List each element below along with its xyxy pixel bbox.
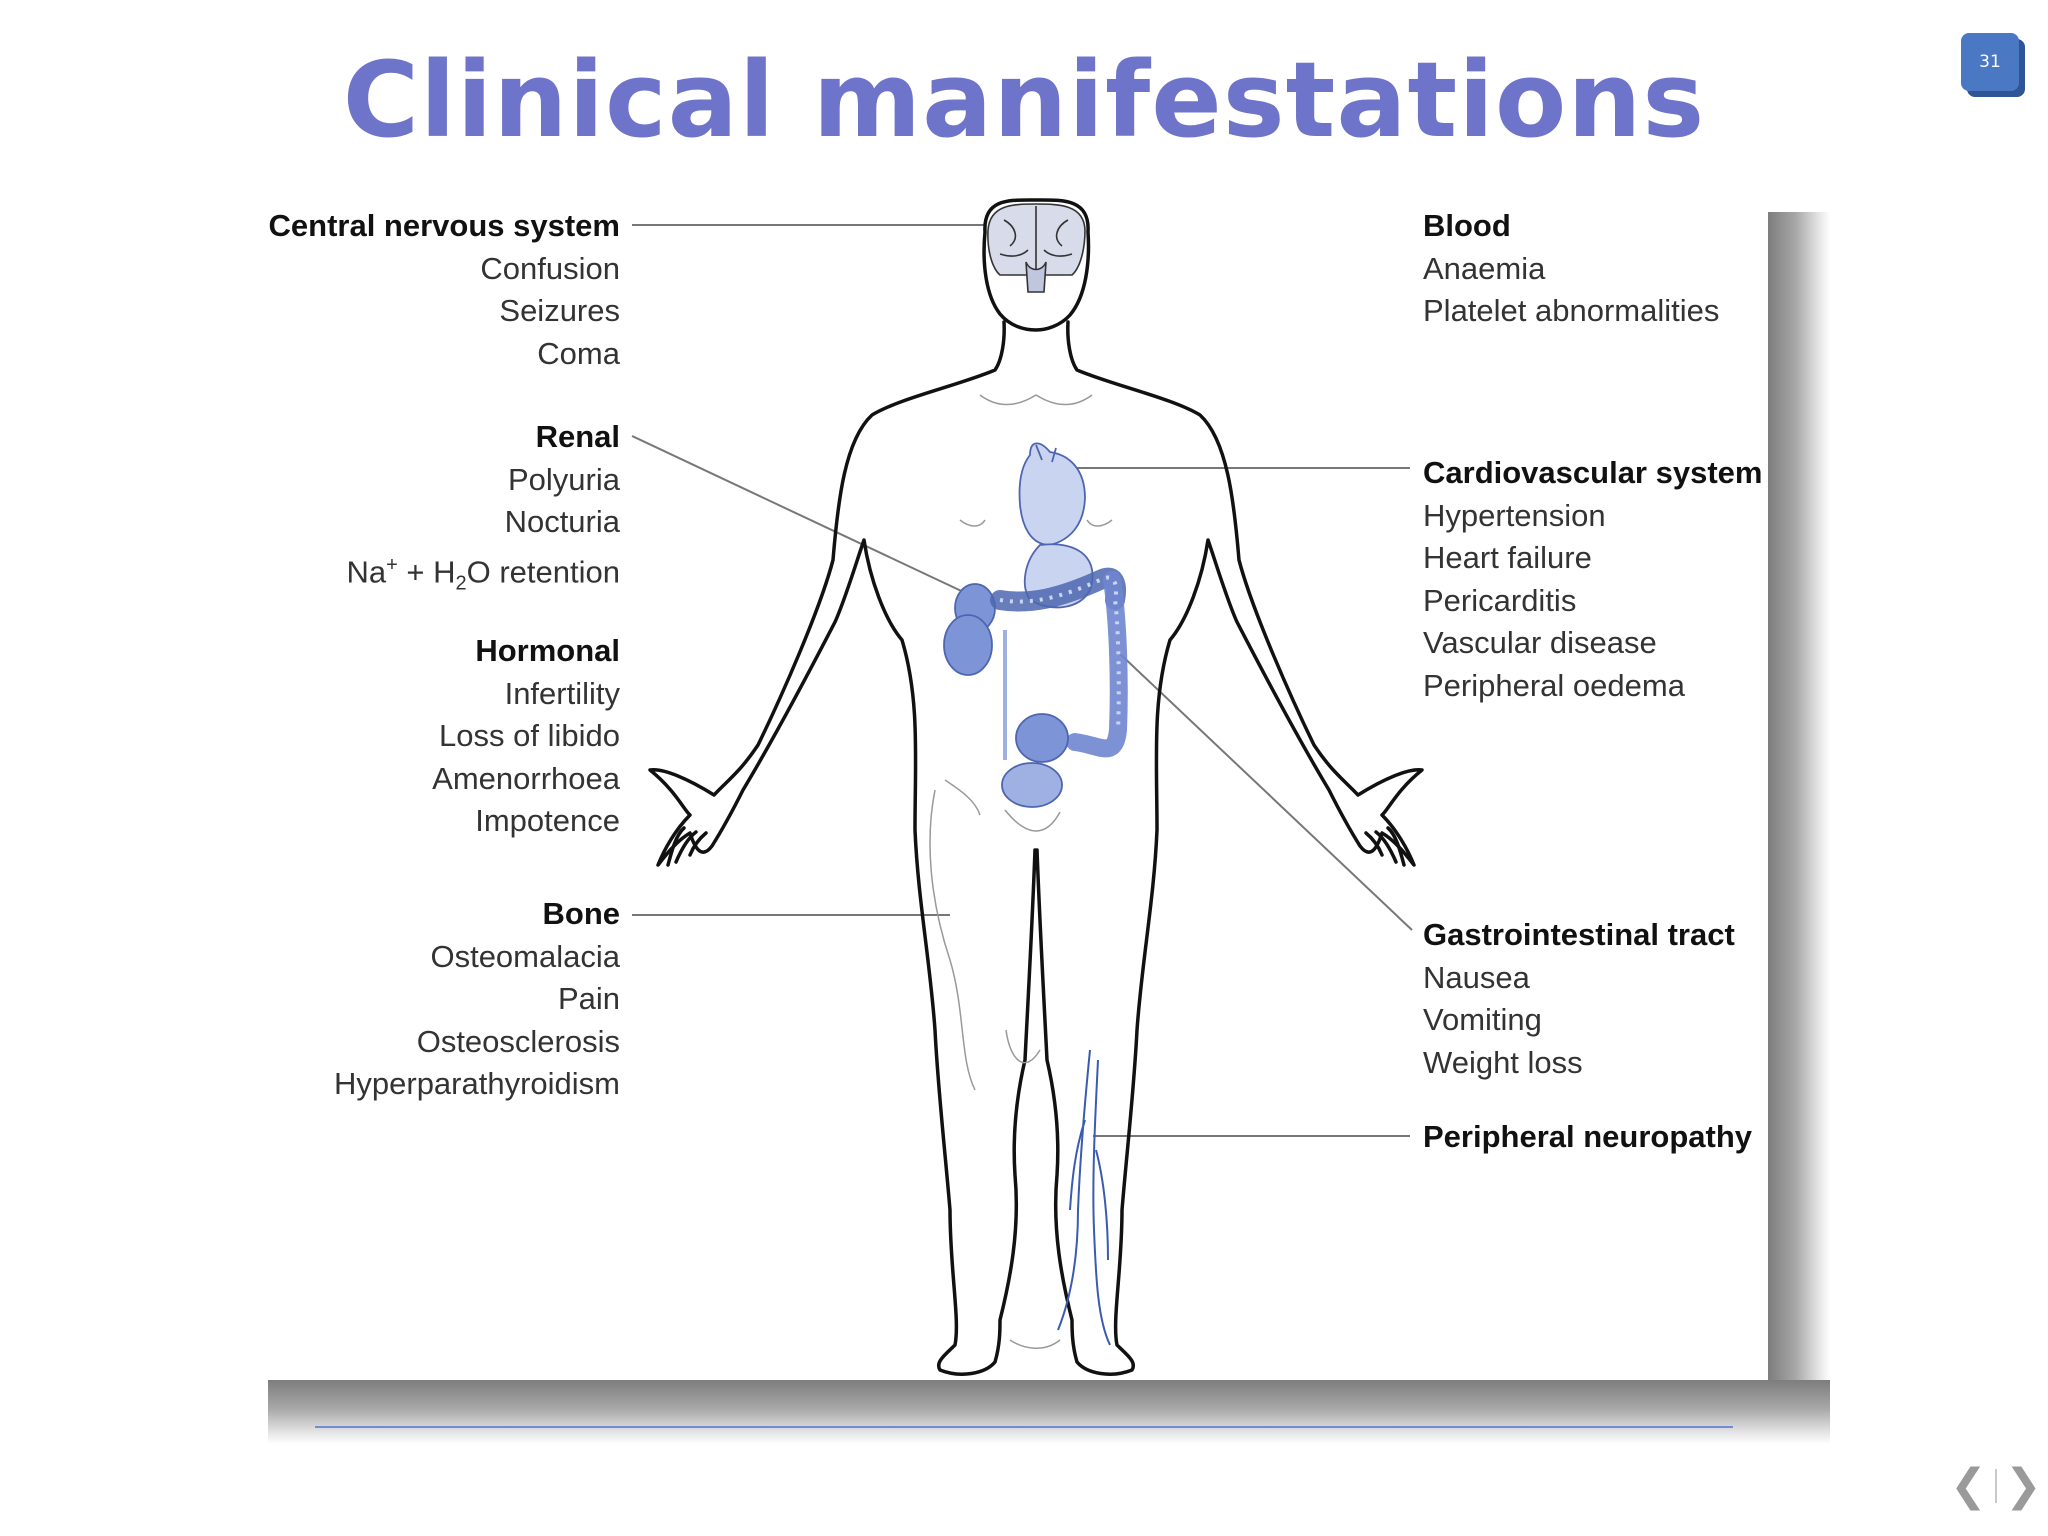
head-outline — [982, 198, 1091, 332]
label-group-cardio: Cardiovascular system Hypertension Heart… — [1423, 452, 1762, 707]
renal-item: Nocturia — [504, 504, 620, 539]
chevron-left-icon[interactable]: ❮ — [1950, 1460, 1987, 1511]
cns-item: Coma — [537, 335, 620, 371]
cns-item: Confusion — [480, 250, 620, 286]
body-left-side — [648, 320, 1037, 1376]
cns-heading: Central nervous system — [268, 208, 620, 243]
body-details — [929, 394, 1113, 1349]
hormonal-item: Impotence — [475, 803, 620, 838]
label-group-gi: Gastrointestinal tract Nausea Vomiting W… — [1423, 914, 1735, 1084]
cardio-item: Vascular disease — [1423, 625, 1657, 660]
body-right-side — [1035, 320, 1424, 1376]
hormonal-item: Infertility — [504, 675, 620, 711]
colon-beads — [999, 575, 1121, 731]
bone-item: Pain — [557, 981, 620, 1016]
bone-heading: Bone — [542, 896, 621, 931]
hand-left-fingers — [666, 826, 708, 867]
hormonal-heading: Hormonal — [475, 633, 620, 668]
renal-retention: Na+ + H2O retention — [346, 544, 620, 605]
leader-renal — [631, 435, 973, 597]
label-group-renal: Renal Polyuria Nocturia Na+ + H2O retent… — [346, 416, 620, 605]
cardio-heading: Cardiovascular system — [1423, 455, 1763, 490]
renal-item: Polyuria — [508, 461, 620, 497]
slide-nav: ❮ ❯ — [1950, 1460, 2042, 1511]
figure-shadow-bottom — [268, 1380, 1830, 1444]
chevron-right-icon[interactable]: ❯ — [2004, 1460, 2042, 1511]
slide-title: Clinical manifestations — [342, 39, 1706, 161]
hormonal-item: Amenorrhoea — [432, 760, 620, 796]
cns-item: Seizures — [499, 293, 620, 328]
retention-plus: + — [386, 553, 398, 576]
cardio-item: Peripheral oedema — [1423, 667, 1685, 703]
kidney-lower — [943, 614, 993, 676]
leg-nerves — [1057, 1049, 1111, 1346]
gi-item: Weight loss — [1423, 1044, 1583, 1080]
bladder-organ — [1001, 762, 1063, 808]
retention-na: Na — [346, 553, 387, 589]
page-number-badge: 31 — [1961, 33, 2019, 91]
label-group-neuro: Peripheral neuropathy — [1423, 1116, 1752, 1159]
cardio-item: Heart failure — [1423, 540, 1592, 575]
body-outline — [648, 198, 1424, 1376]
leader-lines — [631, 224, 1413, 1137]
blood-heading: Blood — [1423, 208, 1511, 243]
retention-mid: + H — [397, 553, 456, 589]
label-group-bone: Bone Osteomalacia Pain Osteosclerosis Hy… — [334, 893, 620, 1106]
retention-tail: O retention — [466, 553, 620, 589]
retention-sub: 2 — [455, 572, 467, 595]
blood-item: Anaemia — [1423, 250, 1546, 286]
bone-item: Hyperparathyroidism — [334, 1066, 620, 1101]
label-group-blood: Blood Anaemia Platelet abnormalities — [1423, 205, 1719, 333]
gi-item: Nausea — [1423, 959, 1530, 995]
cardio-item: Pericarditis — [1423, 582, 1577, 618]
organs — [943, 442, 1128, 808]
gi-heading: Gastrointestinal tract — [1423, 917, 1735, 952]
nav-separator — [1994, 1468, 1997, 1503]
renal-heading: Renal — [535, 419, 620, 454]
brain — [987, 203, 1086, 293]
hand-right-fingers — [1364, 826, 1406, 867]
cardio-item: Hypertension — [1423, 497, 1606, 533]
heart-organ — [1018, 442, 1086, 546]
gi-item: Vomiting — [1423, 1002, 1542, 1037]
bone-item: Osteosclerosis — [416, 1023, 620, 1059]
rectum-organ — [1015, 713, 1069, 763]
colon-descending — [1066, 571, 1128, 758]
figure-shadow-right — [1768, 212, 1830, 1412]
label-group-hormonal: Hormonal Infertility Loss of libido Amen… — [432, 630, 620, 843]
leader-gi — [1117, 651, 1413, 931]
label-group-cns: Central nervous system Confusion Seizure… — [269, 205, 620, 375]
blood-item: Platelet abnormalities — [1423, 293, 1720, 328]
footer-rule — [315, 1426, 1733, 1428]
bone-item: Osteomalacia — [430, 938, 620, 974]
hormonal-item: Loss of libido — [439, 718, 620, 753]
neuro-heading: Peripheral neuropathy — [1423, 1119, 1753, 1154]
